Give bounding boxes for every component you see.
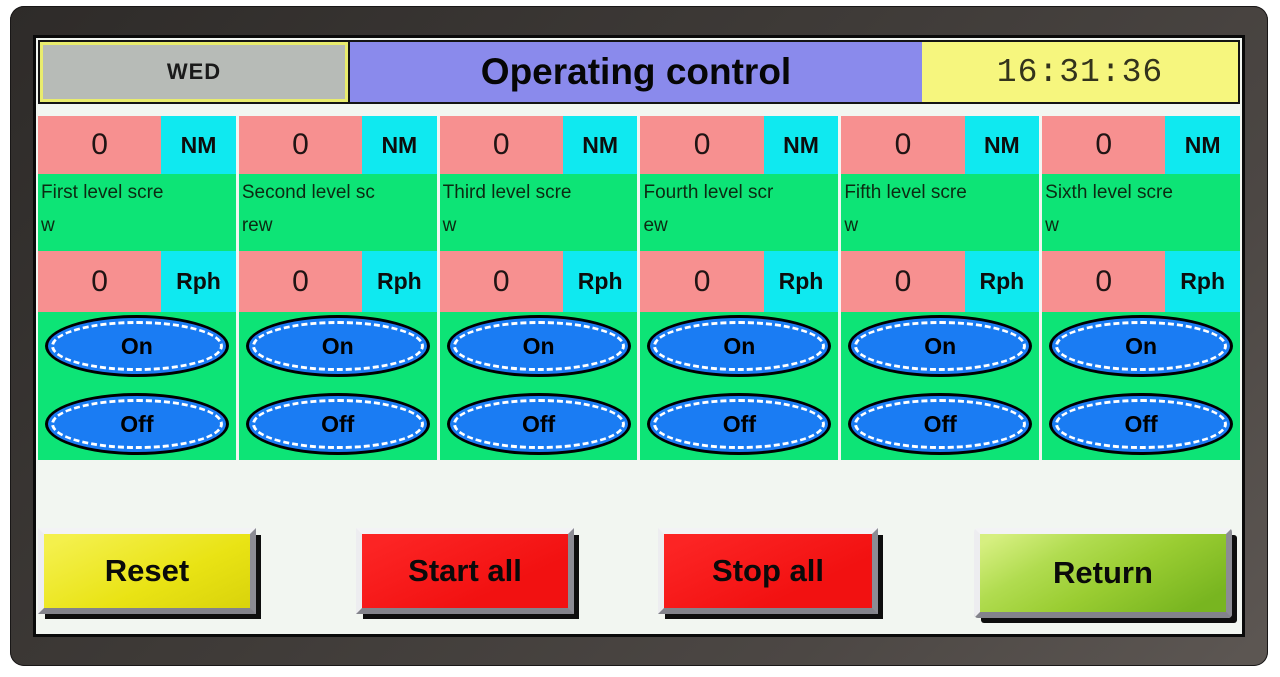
device-bezel: WED Operating control 16:31:36 0 NM Firs…: [10, 6, 1268, 666]
on-button-label: On: [1125, 332, 1158, 359]
torque-value: 0: [640, 116, 764, 174]
on-button-label: On: [723, 332, 756, 359]
stop-all-button[interactable]: Stop all: [658, 528, 878, 614]
speed-value: 0: [439, 251, 563, 312]
screw-label-line: w: [41, 215, 55, 236]
off-button-label: Off: [1124, 410, 1158, 437]
on-button-label: On: [120, 332, 153, 359]
speed-unit: Rph: [161, 251, 236, 312]
screw-column-3: 0 NM Third level scre w 0 Rph On Off: [439, 116, 638, 460]
off-button-label: Off: [120, 410, 154, 437]
speed-value: 0: [38, 251, 162, 312]
screw-label-line: Second level sc: [241, 182, 375, 203]
screw-column-5: 0 NM Fifth level scre w 0 Rph On Off: [841, 116, 1040, 460]
torque-unit: NM: [763, 116, 839, 174]
on-button-label: On: [321, 332, 354, 359]
return-button[interactable]: Return: [974, 528, 1232, 618]
speed-unit: Rph: [562, 251, 638, 312]
torque-value: 0: [1042, 116, 1166, 174]
on-button-label: On: [924, 332, 957, 359]
screw-2-on-button[interactable]: On: [245, 315, 430, 377]
screw-label: Second level sc rew: [238, 174, 437, 251]
top-bar: WED Operating control 16:31:36: [38, 40, 1240, 104]
screw-label-line: Third level scre: [442, 182, 572, 203]
on-button-label: On: [522, 332, 555, 359]
speed-value: 0: [1042, 251, 1166, 312]
torque-unit: NM: [362, 116, 437, 174]
screw-5-off-button[interactable]: Off: [848, 393, 1033, 455]
screw-2-off-button[interactable]: Off: [245, 393, 430, 455]
off-button-label: Off: [521, 410, 556, 437]
screw-label-line: First level scre: [41, 182, 164, 203]
off-button-label: Off: [321, 410, 355, 437]
screw-label-line: w: [1045, 215, 1059, 236]
screw-label: Fourth level scr ew: [640, 174, 839, 251]
screw-column-6: 0 NM Sixth level scre w 0 Rph On Off: [1042, 116, 1240, 460]
weekday-display: WED: [38, 40, 350, 104]
off-button-label: Off: [923, 410, 957, 437]
torque-value: 0: [439, 116, 563, 174]
screw-5-on-button[interactable]: On: [848, 315, 1033, 377]
speed-unit: Rph: [1165, 251, 1240, 312]
screw-label: Third level scre w: [439, 174, 638, 251]
screw-label-line: Fifth level scre: [844, 182, 967, 203]
screw-4-off-button[interactable]: Off: [647, 393, 832, 455]
screw-3-off-button[interactable]: Off: [446, 393, 631, 455]
page-title: Operating control: [350, 40, 922, 104]
hmi-screen: WED Operating control 16:31:36 0 NM Firs…: [33, 35, 1245, 637]
screw-1-off-button[interactable]: Off: [44, 393, 229, 455]
speed-unit: Rph: [763, 251, 839, 312]
torque-value: 0: [38, 116, 162, 174]
torque-unit: NM: [964, 116, 1040, 174]
start-all-button[interactable]: Start all: [356, 528, 574, 614]
speed-value: 0: [640, 251, 764, 312]
reset-button[interactable]: Reset: [38, 528, 256, 614]
torque-unit: NM: [562, 116, 638, 174]
speed-value: 0: [841, 251, 965, 312]
speed-value: 0: [238, 251, 362, 312]
torque-value: 0: [841, 116, 965, 174]
screw-1-on-button[interactable]: On: [44, 315, 229, 377]
screw-column-2: 0 NM Second level sc rew 0 Rph On Off: [238, 116, 437, 460]
clock-display: 16:31:36: [922, 40, 1240, 104]
screw-label-line: ew: [643, 215, 668, 236]
screw-4-on-button[interactable]: On: [647, 315, 832, 377]
screw-label-line: Sixth level scre: [1045, 182, 1173, 203]
torque-value: 0: [238, 116, 362, 174]
screw-label-line: Fourth level scr: [643, 182, 774, 203]
speed-unit: Rph: [362, 251, 437, 312]
screw-label: Fifth level scre w: [841, 174, 1040, 251]
screw-label-line: w: [442, 215, 457, 236]
screw-6-off-button[interactable]: Off: [1049, 393, 1234, 455]
speed-unit: Rph: [964, 251, 1040, 312]
screw-3-on-button[interactable]: On: [446, 315, 631, 377]
screw-6-on-button[interactable]: On: [1049, 315, 1234, 377]
torque-unit: NM: [1165, 116, 1240, 174]
weekday-label: WED: [40, 42, 348, 102]
screw-label-line: w: [844, 215, 859, 236]
torque-unit: NM: [161, 116, 236, 174]
screw-label: First level scre w: [38, 174, 236, 251]
screw-column-1: 0 NM First level scre w 0 Rph On Off: [38, 116, 236, 460]
screw-grid: 0 NM First level scre w 0 Rph On Off: [38, 116, 1240, 460]
screw-label-line: rew: [241, 215, 273, 236]
screw-label: Sixth level scre w: [1042, 174, 1240, 251]
screw-column-4: 0 NM Fourth level scr ew 0 Rph On Off: [640, 116, 839, 460]
off-button-label: Off: [722, 410, 756, 437]
